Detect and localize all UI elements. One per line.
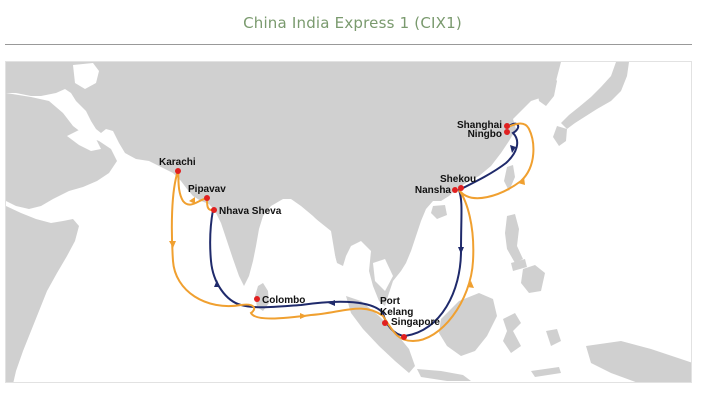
port-label-nhava-sheva: Nhava Sheva bbox=[219, 206, 282, 217]
arrow-eastbound-pipavav bbox=[189, 197, 195, 204]
arrow-eastbound-scs bbox=[467, 281, 474, 288]
map-canvas: Shanghai Ningbo Shekou Nansha Karachi Pi… bbox=[6, 62, 691, 382]
caspian-sea bbox=[73, 63, 99, 89]
port-dots bbox=[175, 123, 510, 340]
port-dot-port-kelang bbox=[382, 320, 388, 326]
land-luzon bbox=[505, 214, 523, 263]
arrow-eastbound-taiwan bbox=[518, 177, 525, 185]
land-eurasia bbox=[6, 62, 561, 306]
port-label-nansha: Nansha bbox=[415, 185, 452, 196]
page-title: China India Express 1 (CIX1) bbox=[243, 14, 462, 32]
port-dot-shanghai bbox=[504, 123, 510, 129]
port-label-karachi: Karachi bbox=[159, 157, 196, 168]
land-java bbox=[417, 369, 471, 381]
arrow-eastbound-lanka bbox=[300, 313, 307, 319]
route-map: Shanghai Ningbo Shekou Nansha Karachi Pi… bbox=[5, 61, 692, 383]
port-labels: Shanghai Ningbo Shekou Nansha Karachi Pi… bbox=[159, 120, 502, 328]
port-dot-nhava-sheva bbox=[211, 207, 217, 213]
port-label-shanghai: Shanghai bbox=[457, 120, 502, 131]
persian-gulf bbox=[67, 129, 101, 151]
land-africa bbox=[6, 206, 79, 382]
port-dot-singapore bbox=[401, 334, 407, 340]
arrow-westbound-scs bbox=[458, 247, 464, 254]
land-sri-lanka bbox=[255, 283, 269, 311]
arrow-westbound-india bbox=[214, 280, 220, 287]
land-sumatra bbox=[346, 296, 415, 373]
gulf-of-thailand bbox=[373, 259, 393, 291]
port-label-ningbo: Ningbo bbox=[468, 129, 502, 140]
land-borneo bbox=[439, 293, 497, 356]
land-timor bbox=[531, 367, 561, 377]
land-kyushu bbox=[553, 126, 567, 146]
land-korea bbox=[537, 71, 557, 106]
port-label-singapore: Singapore bbox=[391, 317, 440, 328]
arrow-westbound-china bbox=[510, 145, 516, 153]
port-label-port-kelang-line2: Kelang bbox=[380, 307, 413, 318]
land-japan bbox=[561, 62, 629, 129]
land-moluccas bbox=[546, 329, 561, 346]
port-dot-colombo bbox=[254, 296, 260, 302]
land-new-guinea bbox=[586, 341, 691, 382]
port-label-colombo: Colombo bbox=[262, 295, 305, 306]
land-layer bbox=[6, 62, 691, 382]
port-label-shekou: Shekou bbox=[440, 174, 476, 185]
land-mindanao bbox=[521, 265, 545, 293]
port-dot-karachi bbox=[175, 168, 181, 174]
arrow-westbound-malacca bbox=[328, 300, 335, 306]
port-dot-shekou bbox=[458, 185, 464, 191]
port-dot-ningbo bbox=[504, 129, 510, 135]
land-sulawesi bbox=[503, 313, 521, 353]
land-hainan bbox=[431, 205, 447, 219]
land-taiwan bbox=[504, 165, 515, 191]
inland-seas bbox=[67, 63, 393, 301]
port-dot-nansha bbox=[452, 187, 458, 193]
land-visayas bbox=[511, 259, 527, 271]
route-arrows bbox=[169, 145, 525, 319]
bay-of-bengal bbox=[263, 207, 336, 301]
arrow-eastbound-arabian bbox=[169, 241, 176, 248]
title-divider bbox=[5, 44, 692, 45]
port-dot-pipavav bbox=[204, 195, 210, 201]
port-label-port-kelang-line1: Port bbox=[380, 296, 401, 307]
land-arabia bbox=[6, 93, 117, 209]
route-eastbound bbox=[170, 122, 535, 343]
port-label-pipavav: Pipavav bbox=[188, 184, 226, 195]
